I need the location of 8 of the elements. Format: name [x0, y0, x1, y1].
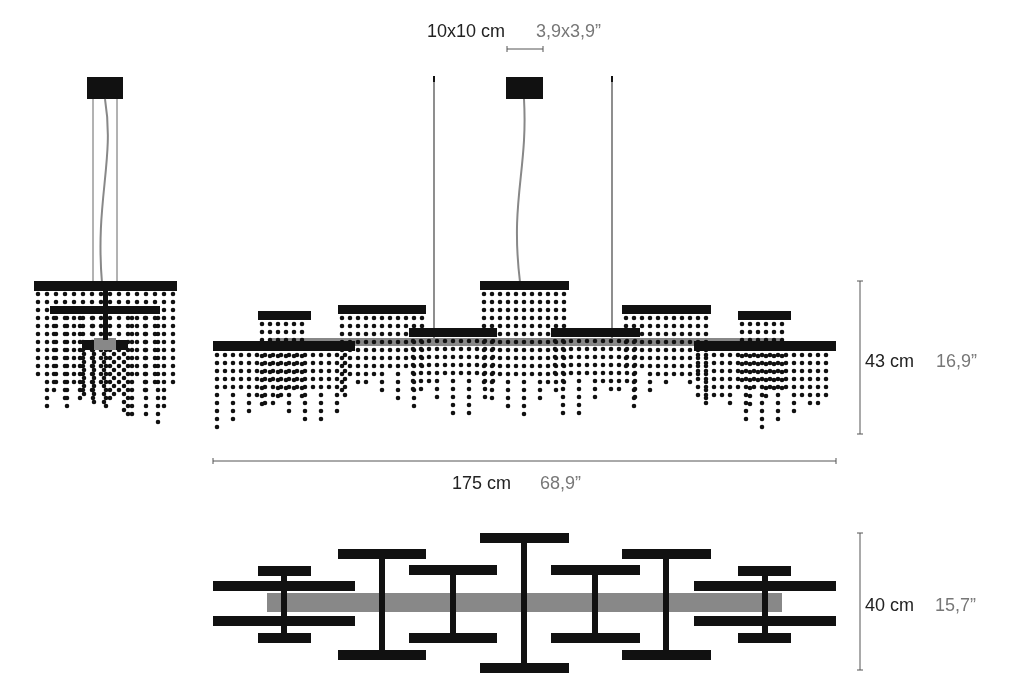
dimension-label: 16,9”	[936, 350, 978, 372]
dimension-label: 3,9x3,9”	[536, 20, 602, 42]
dimension-label: 40 cm	[865, 594, 915, 616]
dimension-label: 10x10 cm	[427, 20, 506, 42]
dimension-label: 15,7”	[935, 594, 977, 616]
dimension-label: 175 cm	[452, 472, 512, 494]
dimension-label: 43 cm	[865, 350, 915, 372]
dimension-label: 68,9”	[540, 472, 582, 494]
